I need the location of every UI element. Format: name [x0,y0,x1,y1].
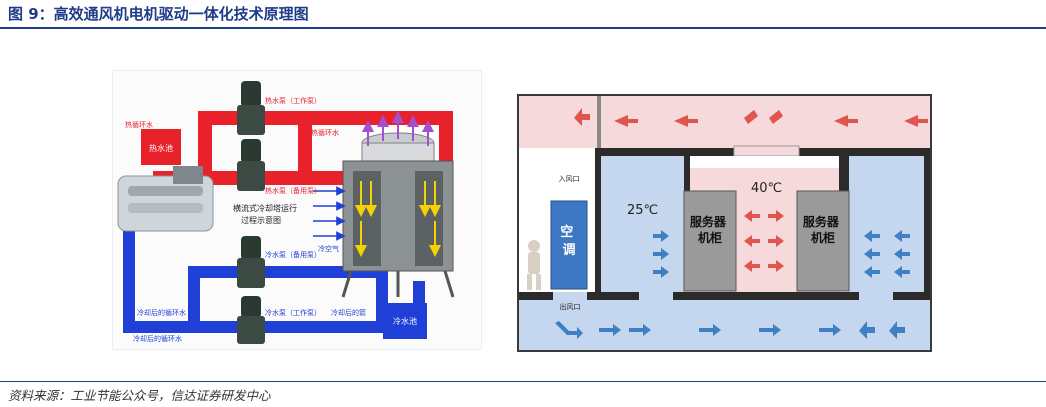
cooling-tower-diagram: 热水池 冷水池 [112,70,482,350]
server-rack-right [796,190,850,292]
pump-cold-standby [237,236,265,288]
cooling-tower-svg: 热水池 冷水池 [117,81,455,344]
cold-pump-standby-label: 冷水泵（备用泵） [265,250,321,259]
cold-pump-work-label: 冷水泵（工作泵） [265,308,321,317]
air-outlet-label: 出风口 [560,302,581,311]
floor-airflow-arrows [555,321,905,339]
cold-aisle-right [849,156,924,292]
tower-label-line1: 横流式冷却塔运行 [233,203,297,213]
rack-left-line-2: 机柜 [698,230,722,245]
hot-pump-standby-label: 热水泵（备用泵） [265,186,321,195]
cold-air-label: 冷空气 [318,244,339,253]
hot-pump-work-label: 热水泵（工作泵） [265,96,321,105]
cold-aisle-arrows [653,230,910,278]
bottom-rule [0,381,1046,382]
temp-hot-label: 40℃ [751,181,782,196]
rack-right-line-1: 服务器 [803,214,840,229]
operator-figure [527,240,541,290]
rack-left-label: 服务器 机柜 [690,214,730,245]
falling-water-arrows [355,181,441,257]
exhaust-air-arrows [362,111,434,146]
server-rack-left [683,190,737,292]
pump-cold-work [237,296,265,344]
ac-unit-char-1: 空 [560,224,573,240]
temp-cold-label: 25℃ [627,203,658,218]
air-inlet-label: 入风口 [559,175,580,183]
datacenter-airflow-diagram: 25℃ 40℃ 空 调 入风口 出风口 服务器 机柜 服务器 机柜 [517,94,932,352]
ceiling-plenum [519,96,930,148]
ceiling-airflow-arrows [574,108,928,127]
ac-unit [550,200,588,290]
rack-left-line-1: 服务器 [690,214,727,229]
figure-title: 图 9：高效通风机电机驱动一体化技术原理图 [8,5,309,23]
ac-unit-label: 空 调 [560,224,578,258]
pump-hot-standby [237,139,265,191]
cooled-pipe-label: 冷却后的箭 [331,308,366,317]
top-rule [0,27,1046,29]
rack-right-label: 服务器 机柜 [803,214,843,245]
rack-right-line-2: 机柜 [811,230,835,245]
cold-air-arrows [313,186,346,241]
cold-aisle-left [599,156,684,292]
cold-pool-box [383,303,427,339]
ac-unit-char-2: 调 [562,243,575,258]
hot-pool-label: 热水池 [149,143,173,153]
cold-pool-label: 冷水池 [393,316,417,326]
hot-pool-box [141,129,181,165]
raised-floor-plenum [519,300,930,350]
hot-loop-left-label: 热循环水 [125,120,153,129]
cooled-loop-left-label: 冷却后的循环水 [137,308,186,317]
figure-source: 资料来源：工业节能公众号，信达证券研发中心 [8,388,271,403]
hot-loop-right-label: 热循环水 [311,128,339,137]
pump-hot-work [237,81,265,135]
hot-aisle-arrows [744,210,784,272]
datacenter-svg: 25℃ 40℃ 空 调 入风口 出风口 服务器 机柜 服务器 机柜 [519,96,930,350]
chiller-unit [117,166,214,232]
tower-label-line2: 过程示意图 [241,215,281,225]
cooled-loop-right-label: 冷却后的循环水 [133,334,182,343]
